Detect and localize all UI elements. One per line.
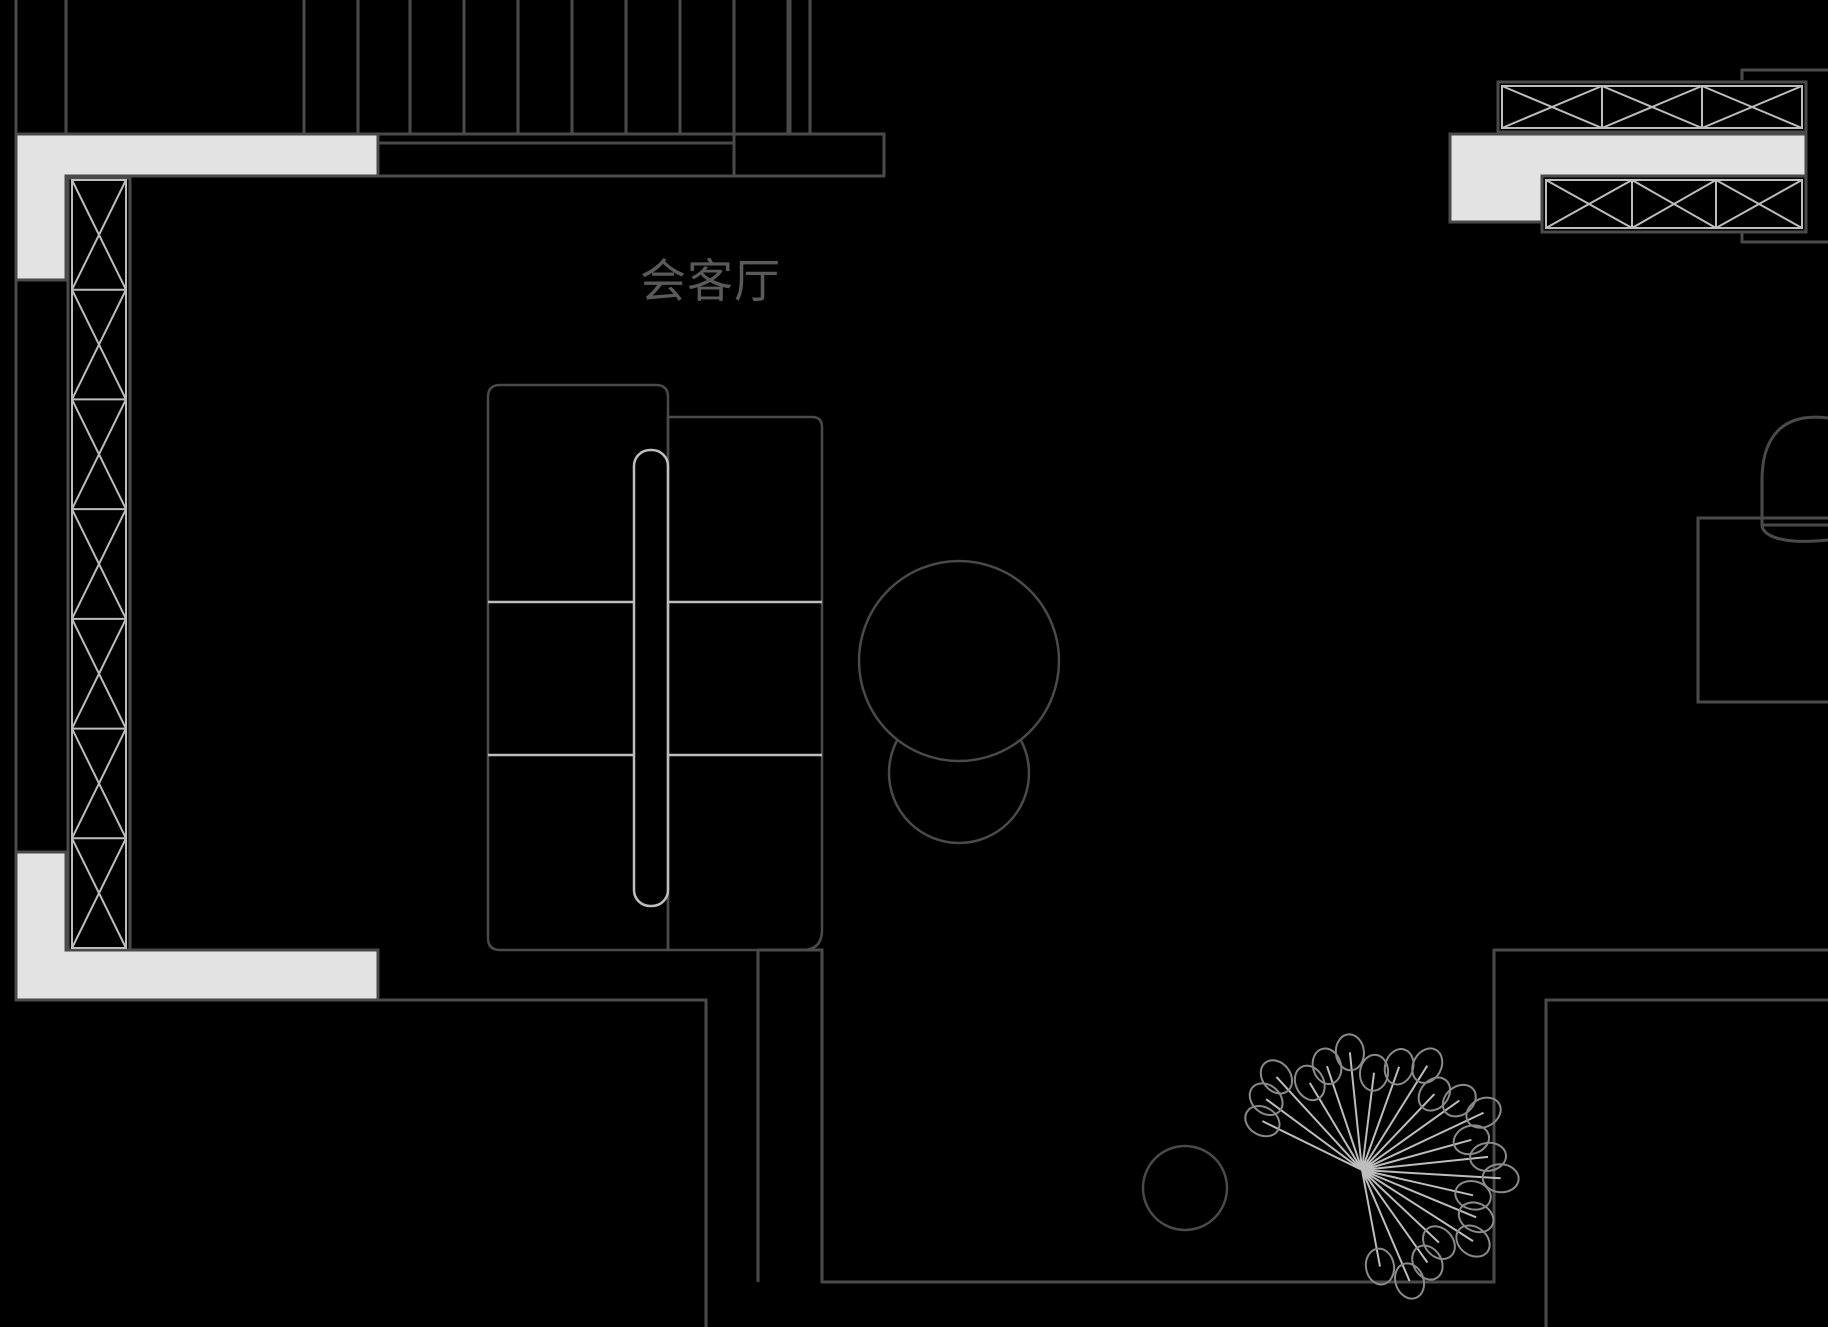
sofa-left [486, 383, 670, 952]
left-window [66, 176, 132, 952]
sofa-right [666, 415, 824, 952]
round-tables [857, 559, 1229, 1232]
stair-slats [14, 0, 812, 134]
sofa-group [486, 383, 824, 952]
small-stool [1141, 1144, 1229, 1232]
bottom-walls [378, 948, 1828, 1327]
top-window [376, 132, 886, 178]
room-label: 会客厅 [640, 254, 781, 308]
sofa-backrest [632, 448, 670, 908]
right-desk [1696, 415, 1828, 704]
right-top-outline [1740, 68, 1828, 80]
walls [14, 132, 1808, 1002]
plant [1244, 1033, 1520, 1300]
coffee-table [857, 559, 1061, 763]
right-windows [1496, 80, 1808, 234]
